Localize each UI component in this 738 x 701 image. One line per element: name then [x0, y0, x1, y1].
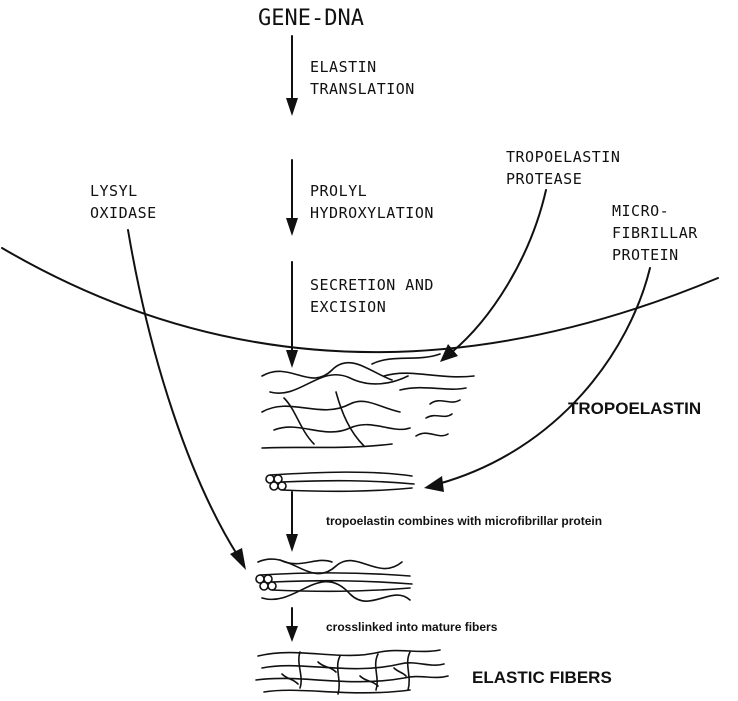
tropoelastin-strands: [262, 354, 474, 448]
oxidase-label: OXIDASE: [90, 204, 157, 222]
microfibril-bundle: [266, 472, 414, 491]
step-label-prolyl: PROLYL: [310, 182, 367, 200]
step-label-excision: EXCISION: [310, 298, 386, 316]
tropoelastin-label: TROPOELASTIN: [568, 399, 701, 418]
microfibrillar-label-1: MICRO-: [612, 202, 669, 220]
crosslink-note: crosslinked into mature fibers: [326, 620, 498, 634]
tropoelastin-protease-label-1: TROPOELASTIN: [506, 148, 620, 166]
main-arrow-5: [286, 608, 298, 642]
main-arrow-4: [286, 492, 298, 552]
main-arrow-1: [286, 36, 298, 116]
lysyl-label: LYSYL: [90, 182, 138, 200]
microfibrillar-arrow: [424, 268, 650, 492]
elastic-fibers: [256, 650, 448, 694]
main-arrow-2: [286, 160, 298, 236]
gene-dna-label: GENE-DNA: [258, 6, 364, 31]
main-arrow-3: [286, 262, 298, 368]
step-label-hydroxylation: HYDROXYLATION: [310, 204, 434, 222]
lysyl-oxidase-arrow: [128, 230, 246, 570]
step-label-secretion: SECRETION AND: [310, 276, 434, 294]
microfibrillar-label-2: FIBRILLAR: [612, 224, 698, 242]
combined-fiber-bundle: [256, 559, 412, 601]
elastic-fibers-label: ELASTIC FIBERS: [472, 668, 612, 687]
step-label-translation: TRANSLATION: [310, 80, 415, 98]
combine-note: tropoelastin combines with microfibrilla…: [326, 514, 602, 528]
tropoelastin-protease-label-2: PROTEASE: [506, 170, 582, 188]
microfibrillar-label-3: PROTEIN: [612, 246, 679, 264]
step-label-elastin: ELASTIN: [310, 58, 377, 76]
